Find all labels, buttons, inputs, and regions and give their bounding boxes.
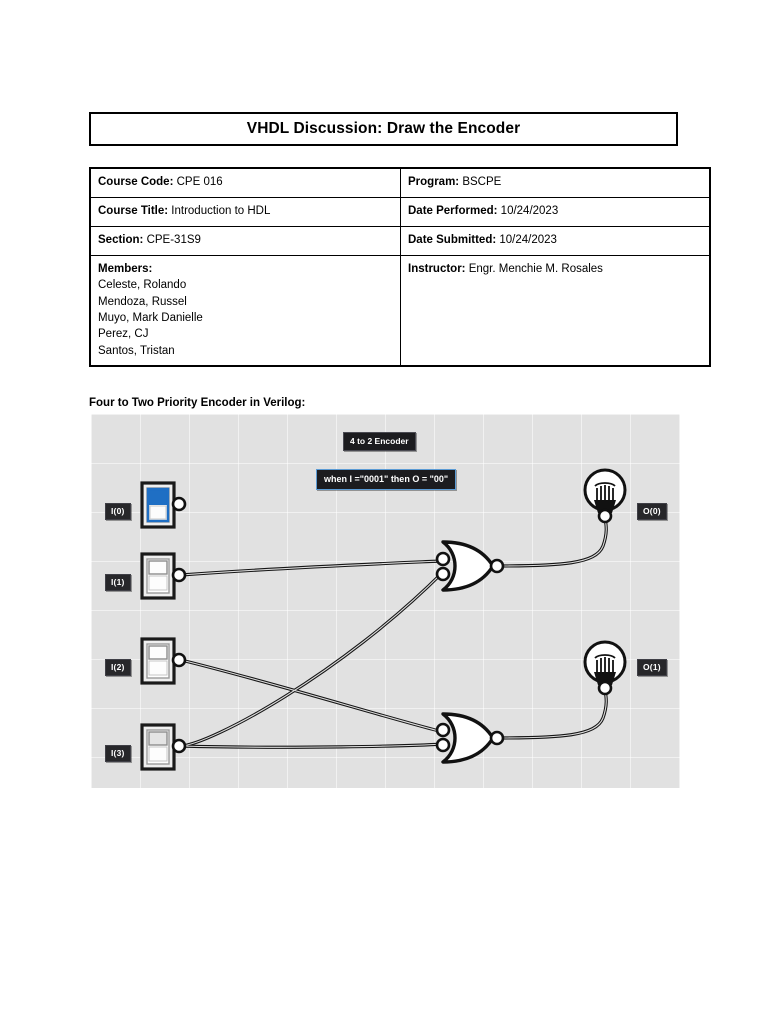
course-code-value: CPE 016 xyxy=(176,176,223,188)
course-info-table: Course Code: CPE 016 Program: BSCPE Cour… xyxy=(89,167,711,368)
date-submitted-value: 10/24/2023 xyxy=(499,233,557,246)
terminal-i3-out xyxy=(171,738,187,754)
input-switch-i2[interactable] xyxy=(140,637,176,685)
input-label-i2: I(2) xyxy=(105,659,131,676)
document-title-box: VHDL Discussion: Draw the Encoder xyxy=(89,112,678,146)
program-value: BSCPE xyxy=(462,176,502,188)
members-list: Celeste, Rolando Mendoza, Russel Muyo, M… xyxy=(98,277,393,359)
cell-course-title: Course Title: Introduction to HDL xyxy=(89,196,401,227)
course-code-label: Course Code: xyxy=(98,176,174,188)
table-row: Course Title: Introduction to HDL Date P… xyxy=(89,196,711,227)
list-item: Mendoza, Russel xyxy=(98,295,187,308)
section-label: Section: xyxy=(98,233,144,246)
wire-highlight-group xyxy=(180,517,607,748)
input-label-i1: I(1) xyxy=(105,574,131,591)
cell-instructor: Instructor: Engr. Menchie M. Rosales xyxy=(400,254,711,367)
date-performed-value: 10/24/2023 xyxy=(500,204,559,217)
circuit-diagram-canvas: I(0) I(1) I(2) I(3) O(0) O(1) 4 to 2 Enc… xyxy=(91,414,680,788)
list-item: Santos, Tristan xyxy=(98,344,175,357)
list-item: Muyo, Mark Danielle xyxy=(98,312,203,325)
instructor-label: Instructor: xyxy=(408,262,466,275)
date-submitted-label: Date Submitted: xyxy=(408,233,497,246)
terminal-gate2-out xyxy=(489,730,505,746)
output-label-o1: O(1) xyxy=(637,659,667,676)
annotation-condition: when I ="0001" then O = "00" xyxy=(316,469,457,490)
wire-gate2-to-o1 xyxy=(493,688,608,740)
table-row: Section: CPE-31S9 Date Submitted: 10/24/… xyxy=(89,225,711,256)
section-value: CPE-31S9 xyxy=(146,233,201,246)
course-title-value: Introduction to HDL xyxy=(171,204,271,217)
cell-date-submitted: Date Submitted: 10/24/2023 xyxy=(400,225,711,256)
page-title: VHDL Discussion: Draw the Encoder xyxy=(246,120,521,137)
section-heading: Four to Two Priority Encoder in Verilog: xyxy=(89,397,306,409)
instructor-value: Engr. Menchie M. Rosales xyxy=(468,262,603,275)
list-item: Perez, CJ xyxy=(98,328,149,341)
terminal-gate2-in-a xyxy=(435,722,451,738)
course-title-label: Course Title: xyxy=(98,204,169,217)
cell-course-code: Course Code: CPE 016 xyxy=(89,167,401,198)
terminal-i2-out xyxy=(171,652,187,668)
terminal-o1-in xyxy=(597,680,613,696)
wire-group xyxy=(179,516,608,749)
input-label-i3: I(3) xyxy=(105,745,131,762)
wire-gate1-to-o0 xyxy=(493,516,608,568)
program-label: Program: xyxy=(408,176,460,188)
members-label: Members: xyxy=(98,262,153,275)
cell-program: Program: BSCPE xyxy=(400,167,711,198)
cell-section: Section: CPE-31S9 xyxy=(89,225,401,256)
terminal-gate1-out xyxy=(489,558,505,574)
output-lamp-o1[interactable] xyxy=(583,640,627,685)
output-lamp-o0[interactable] xyxy=(583,468,627,513)
annotation-encoder-title: 4 to 2 Encoder xyxy=(343,432,416,451)
terminal-gate1-in-a xyxy=(435,551,451,567)
table-row: Course Code: CPE 016 Program: BSCPE xyxy=(89,167,711,198)
output-label-o0: O(0) xyxy=(637,503,667,520)
list-item: Celeste, Rolando xyxy=(98,279,187,292)
cell-date-performed: Date Performed: 10/24/2023 xyxy=(400,196,711,227)
input-switch-i0[interactable] xyxy=(140,481,176,529)
input-label-i0: I(0) xyxy=(105,503,131,520)
circuit-schematic xyxy=(140,468,627,771)
terminal-i1-out xyxy=(171,567,187,583)
table-row: Members: Celeste, Rolando Mendoza, Russe… xyxy=(89,254,711,367)
input-switch-i3[interactable] xyxy=(140,723,176,771)
terminal-gate1-in-b xyxy=(435,566,451,582)
date-performed-label: Date Performed: xyxy=(408,204,498,217)
input-switch-i1[interactable] xyxy=(140,552,176,600)
or-gate-1[interactable] xyxy=(441,540,495,592)
terminal-i0-out xyxy=(171,496,187,512)
or-gate-2[interactable] xyxy=(441,712,495,764)
terminal-o0-in xyxy=(597,508,613,524)
terminal-gate2-in-b xyxy=(435,737,451,753)
cell-members: Members: Celeste, Rolando Mendoza, Russe… xyxy=(89,254,401,367)
terminal-node-group xyxy=(171,496,613,754)
terminal-stub-group xyxy=(157,502,173,748)
